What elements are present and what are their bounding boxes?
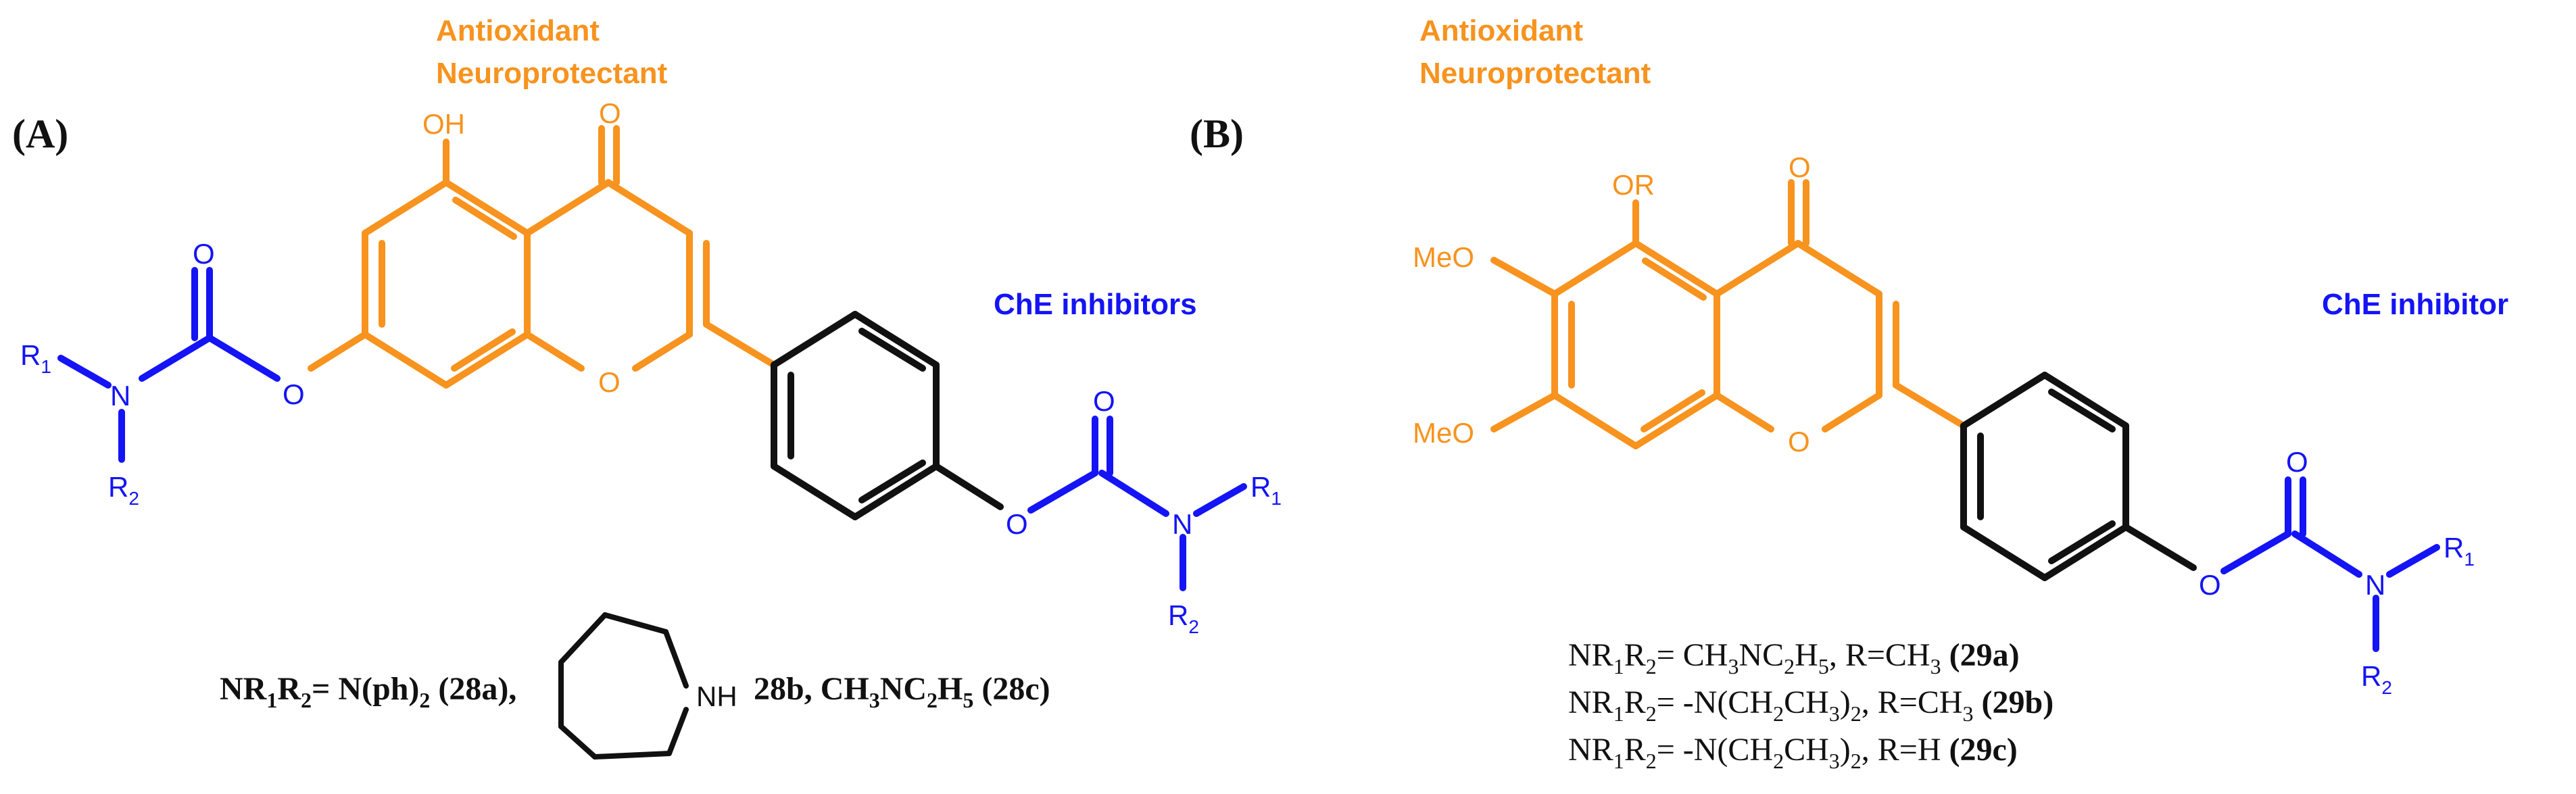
panel-a-label: (A) — [12, 111, 68, 156]
panel-a-right-carbamate — [1027, 416, 1247, 591]
panel-b-r1: R1 — [2444, 532, 2475, 570]
panel-b-meo-top: MeO — [1413, 241, 1474, 273]
panel-a-oh-label: OH — [422, 108, 465, 140]
panel-a: (A) Antioxidant Neuroprotectant — [12, 14, 1282, 760]
panel-b-ester-o: O — [2199, 569, 2221, 601]
panel-a-definition-left: NR1R2= N(ph)2 (28a), — [220, 671, 516, 712]
panel-a-right-r2: R2 — [1168, 599, 1199, 637]
panel-a-definition-right: 28b, CH3NC2H5 (28c) — [754, 671, 1050, 712]
panel-a-annotation-neuroprotectant: Neuroprotectant — [436, 57, 668, 90]
panel-b-ring-o: O — [1788, 426, 1810, 457]
panel-b-annotation-neuroprotectant: Neuroprotectant — [1419, 57, 1651, 90]
panel-b-r2: R2 — [2361, 660, 2392, 698]
panel-b-meo-bottom: MeO — [1413, 417, 1474, 449]
panel-a-pyrrolidine-ring — [558, 612, 689, 760]
panel-a-right-carbonyl-o: O — [1093, 385, 1115, 417]
panel-a-right-ester-o: O — [1006, 508, 1028, 540]
panel-a-right-n: N — [1172, 508, 1192, 540]
panel-b: (B) Antioxidant Neuroprotectant — [1190, 14, 2508, 773]
panel-b-chromone-scaffold — [1490, 179, 1899, 449]
panel-a-left-r1: R1 — [20, 339, 51, 377]
panel-b-label: (B) — [1190, 111, 1244, 156]
panel-a-left-n: N — [110, 380, 130, 412]
panel-b-ketone-o: O — [1789, 151, 1811, 183]
panel-b-phenyl-ring — [1893, 372, 2197, 581]
panel-b-definition-29b: NR1R2= -N(CH2CH3)2, R=CH3 (29b) — [1568, 685, 2053, 726]
panel-b-definition-29c: NR1R2= -N(CH2CH3)2, R=H (29c) — [1568, 732, 2018, 773]
panel-a-che-label: ChE inhibitors — [994, 288, 1197, 321]
panel-b-carbonyl-o: O — [2286, 446, 2308, 478]
panel-a-ketone-o: O — [599, 97, 621, 129]
panel-a-ring-o: O — [598, 366, 621, 398]
panel-b-definition-29a: NR1R2= CH3NC2H5, R=CH3 (29a) — [1568, 637, 2020, 678]
panel-b-or-label: OR — [1612, 169, 1655, 201]
panel-b-annotation-antioxidant: Antioxidant — [1419, 14, 1583, 47]
panel-a-chromone-scaffold — [308, 125, 710, 389]
panel-b-carbamate — [2220, 476, 2440, 652]
panel-a-left-carbamate — [57, 267, 281, 463]
panel-a-left-carbonyl-o: O — [193, 238, 215, 270]
panel-a-phenyl-ring — [703, 311, 1004, 520]
panel-a-pyrrolidine-nh: NH — [696, 680, 737, 712]
panel-a-right-r1: R1 — [1250, 471, 1282, 509]
panel-a-left-r2: R2 — [108, 471, 139, 509]
panel-a-annotation-antioxidant: Antioxidant — [436, 14, 600, 47]
panel-b-n: N — [2365, 569, 2385, 601]
panel-b-che-label: ChE inhibitor — [2322, 288, 2508, 321]
panel-a-left-ester-o: O — [283, 378, 305, 410]
